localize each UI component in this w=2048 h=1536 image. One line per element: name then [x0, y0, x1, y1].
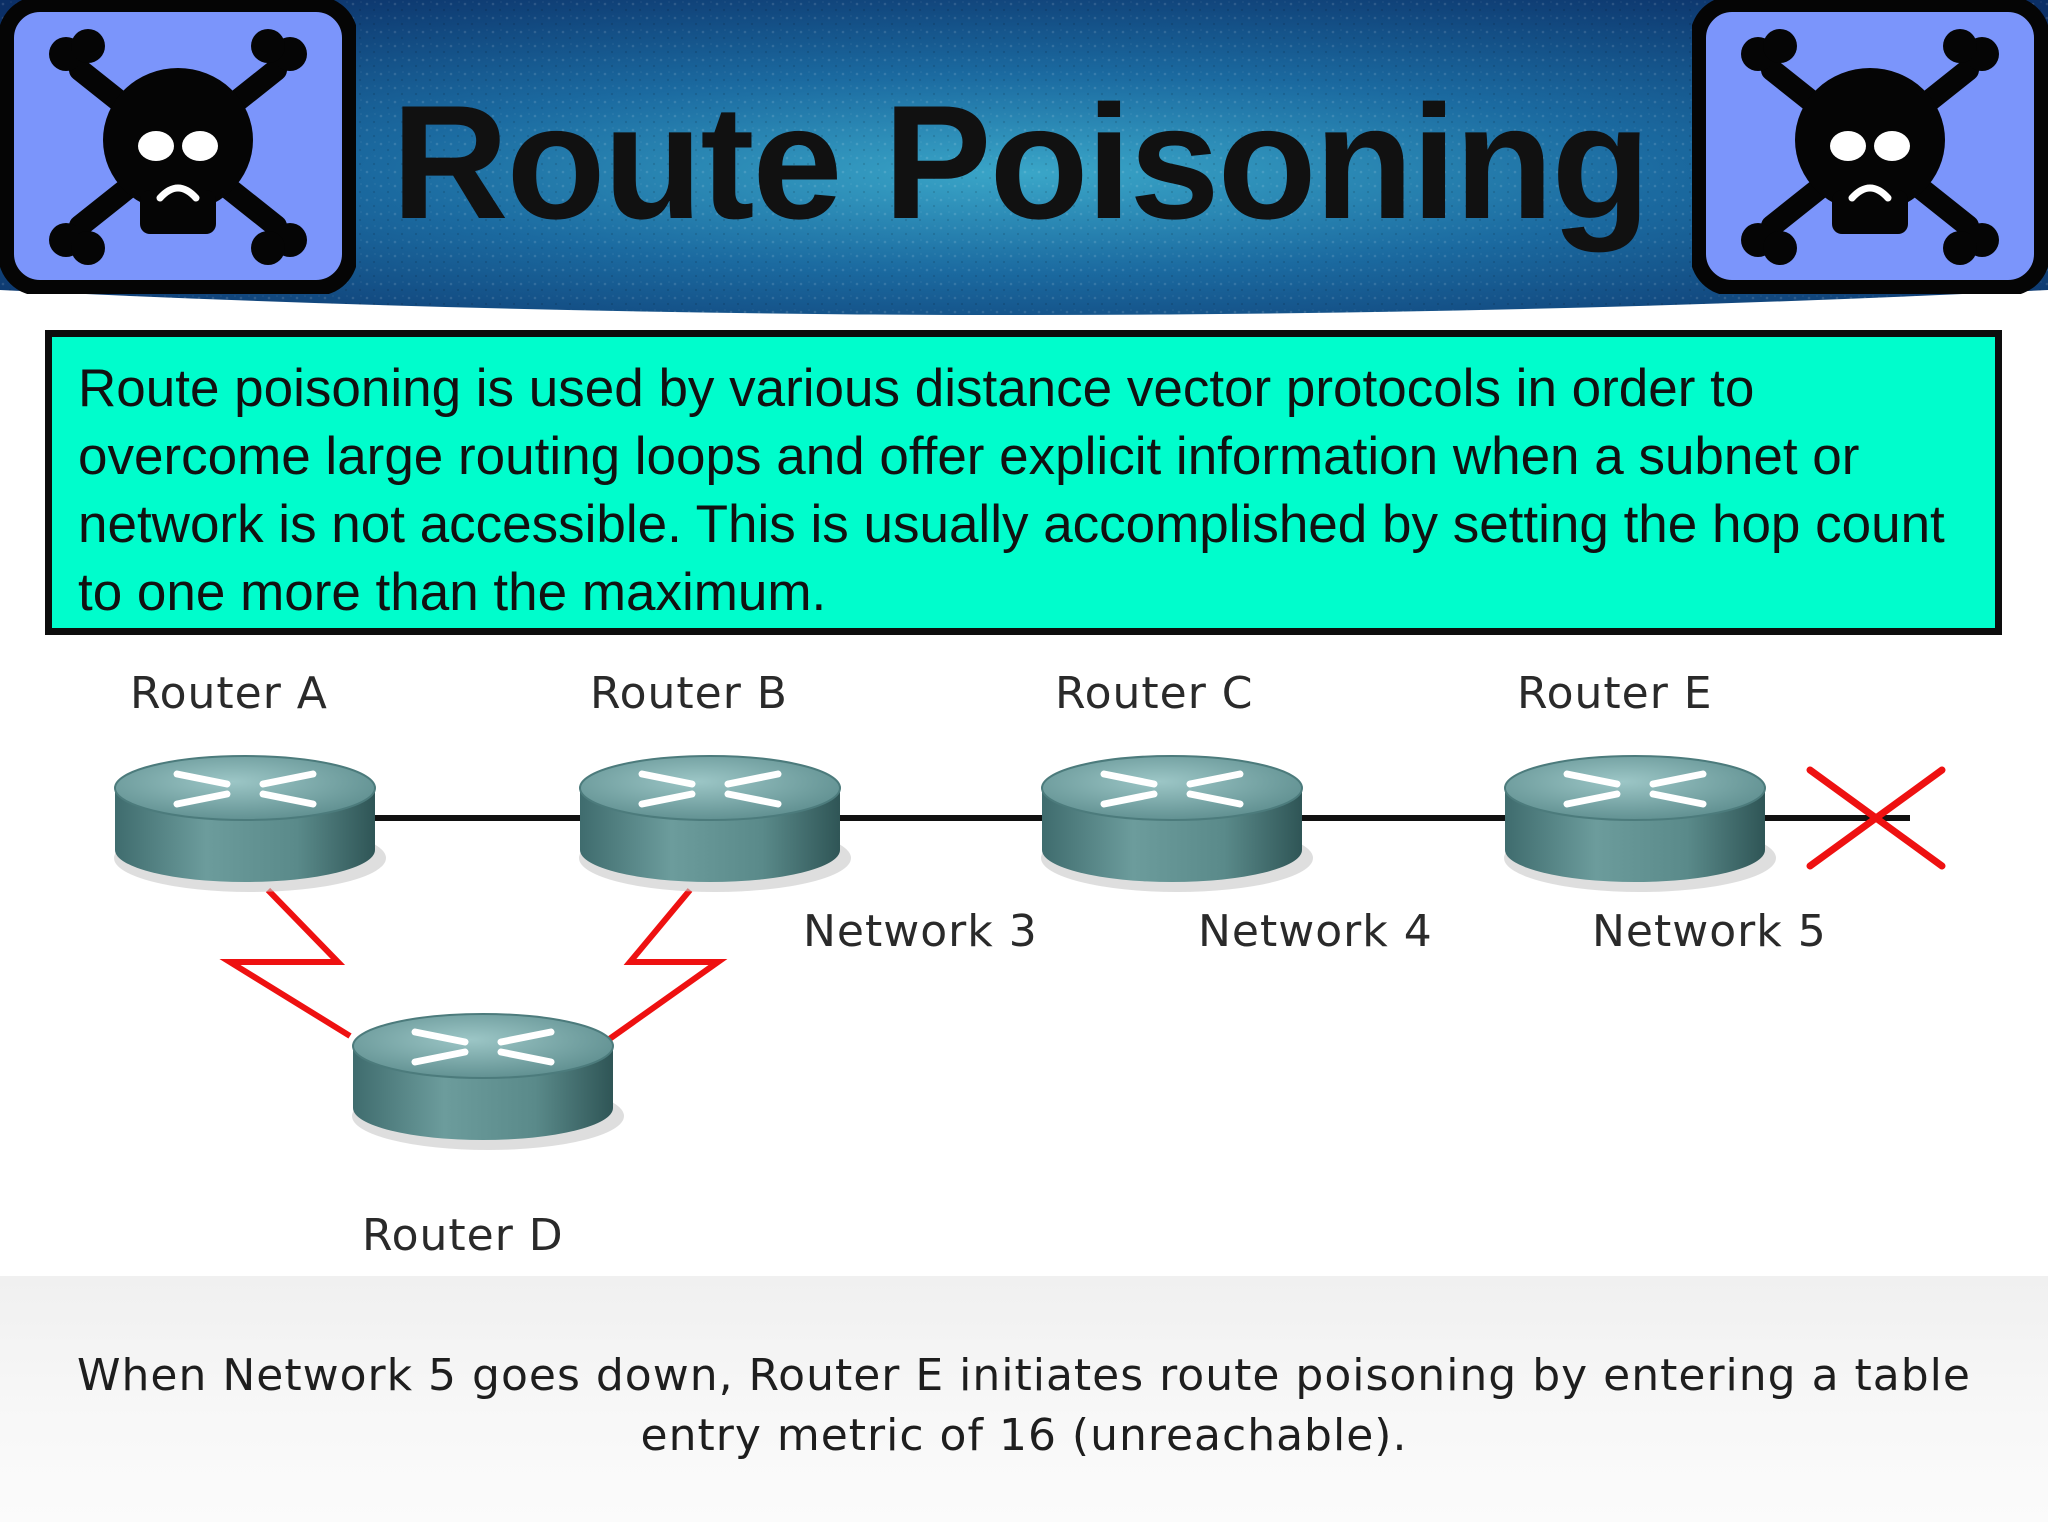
topology-graphic [0, 640, 1946, 1280]
router-a-icon [114, 756, 386, 892]
page-title: Route Poisoning [391, 72, 1651, 253]
router-b-label: Router B [590, 668, 788, 719]
router-c-label: Router C [1055, 668, 1254, 719]
network-5-label: Network 5 [1592, 906, 1827, 957]
router-a-label: Router A [130, 668, 328, 719]
skull-crossbones-icon-left [0, 0, 356, 294]
router-d-icon [352, 1014, 624, 1150]
serial-link-a-d [219, 887, 352, 1039]
router-d-label: Router D [362, 1210, 564, 1261]
network-diagram: Router A Router B Router C Router E Rout… [0, 640, 2048, 1280]
caption-panel: When Network 5 goes down, Router E initi… [0, 1276, 2048, 1522]
description-box: Route poisoning is used by various dista… [45, 330, 2002, 635]
x-mark-icon [1806, 766, 1946, 870]
description-text: Route poisoning is used by various dista… [78, 359, 1945, 622]
serial-link-b-d [606, 888, 728, 1043]
header-banner: Route Poisoning [0, 0, 2048, 320]
skull-crossbones-icon-right [1692, 0, 2048, 294]
router-e-label: Router E [1517, 668, 1713, 719]
router-b-icon [579, 756, 851, 892]
caption-text: When Network 5 goes down, Router E initi… [77, 1350, 1971, 1461]
network-4-label: Network 4 [1198, 906, 1433, 957]
network-3-label: Network 3 [803, 906, 1038, 957]
router-e-icon [1504, 756, 1776, 892]
router-c-icon [1041, 756, 1313, 892]
header-background [0, 0, 2048, 315]
